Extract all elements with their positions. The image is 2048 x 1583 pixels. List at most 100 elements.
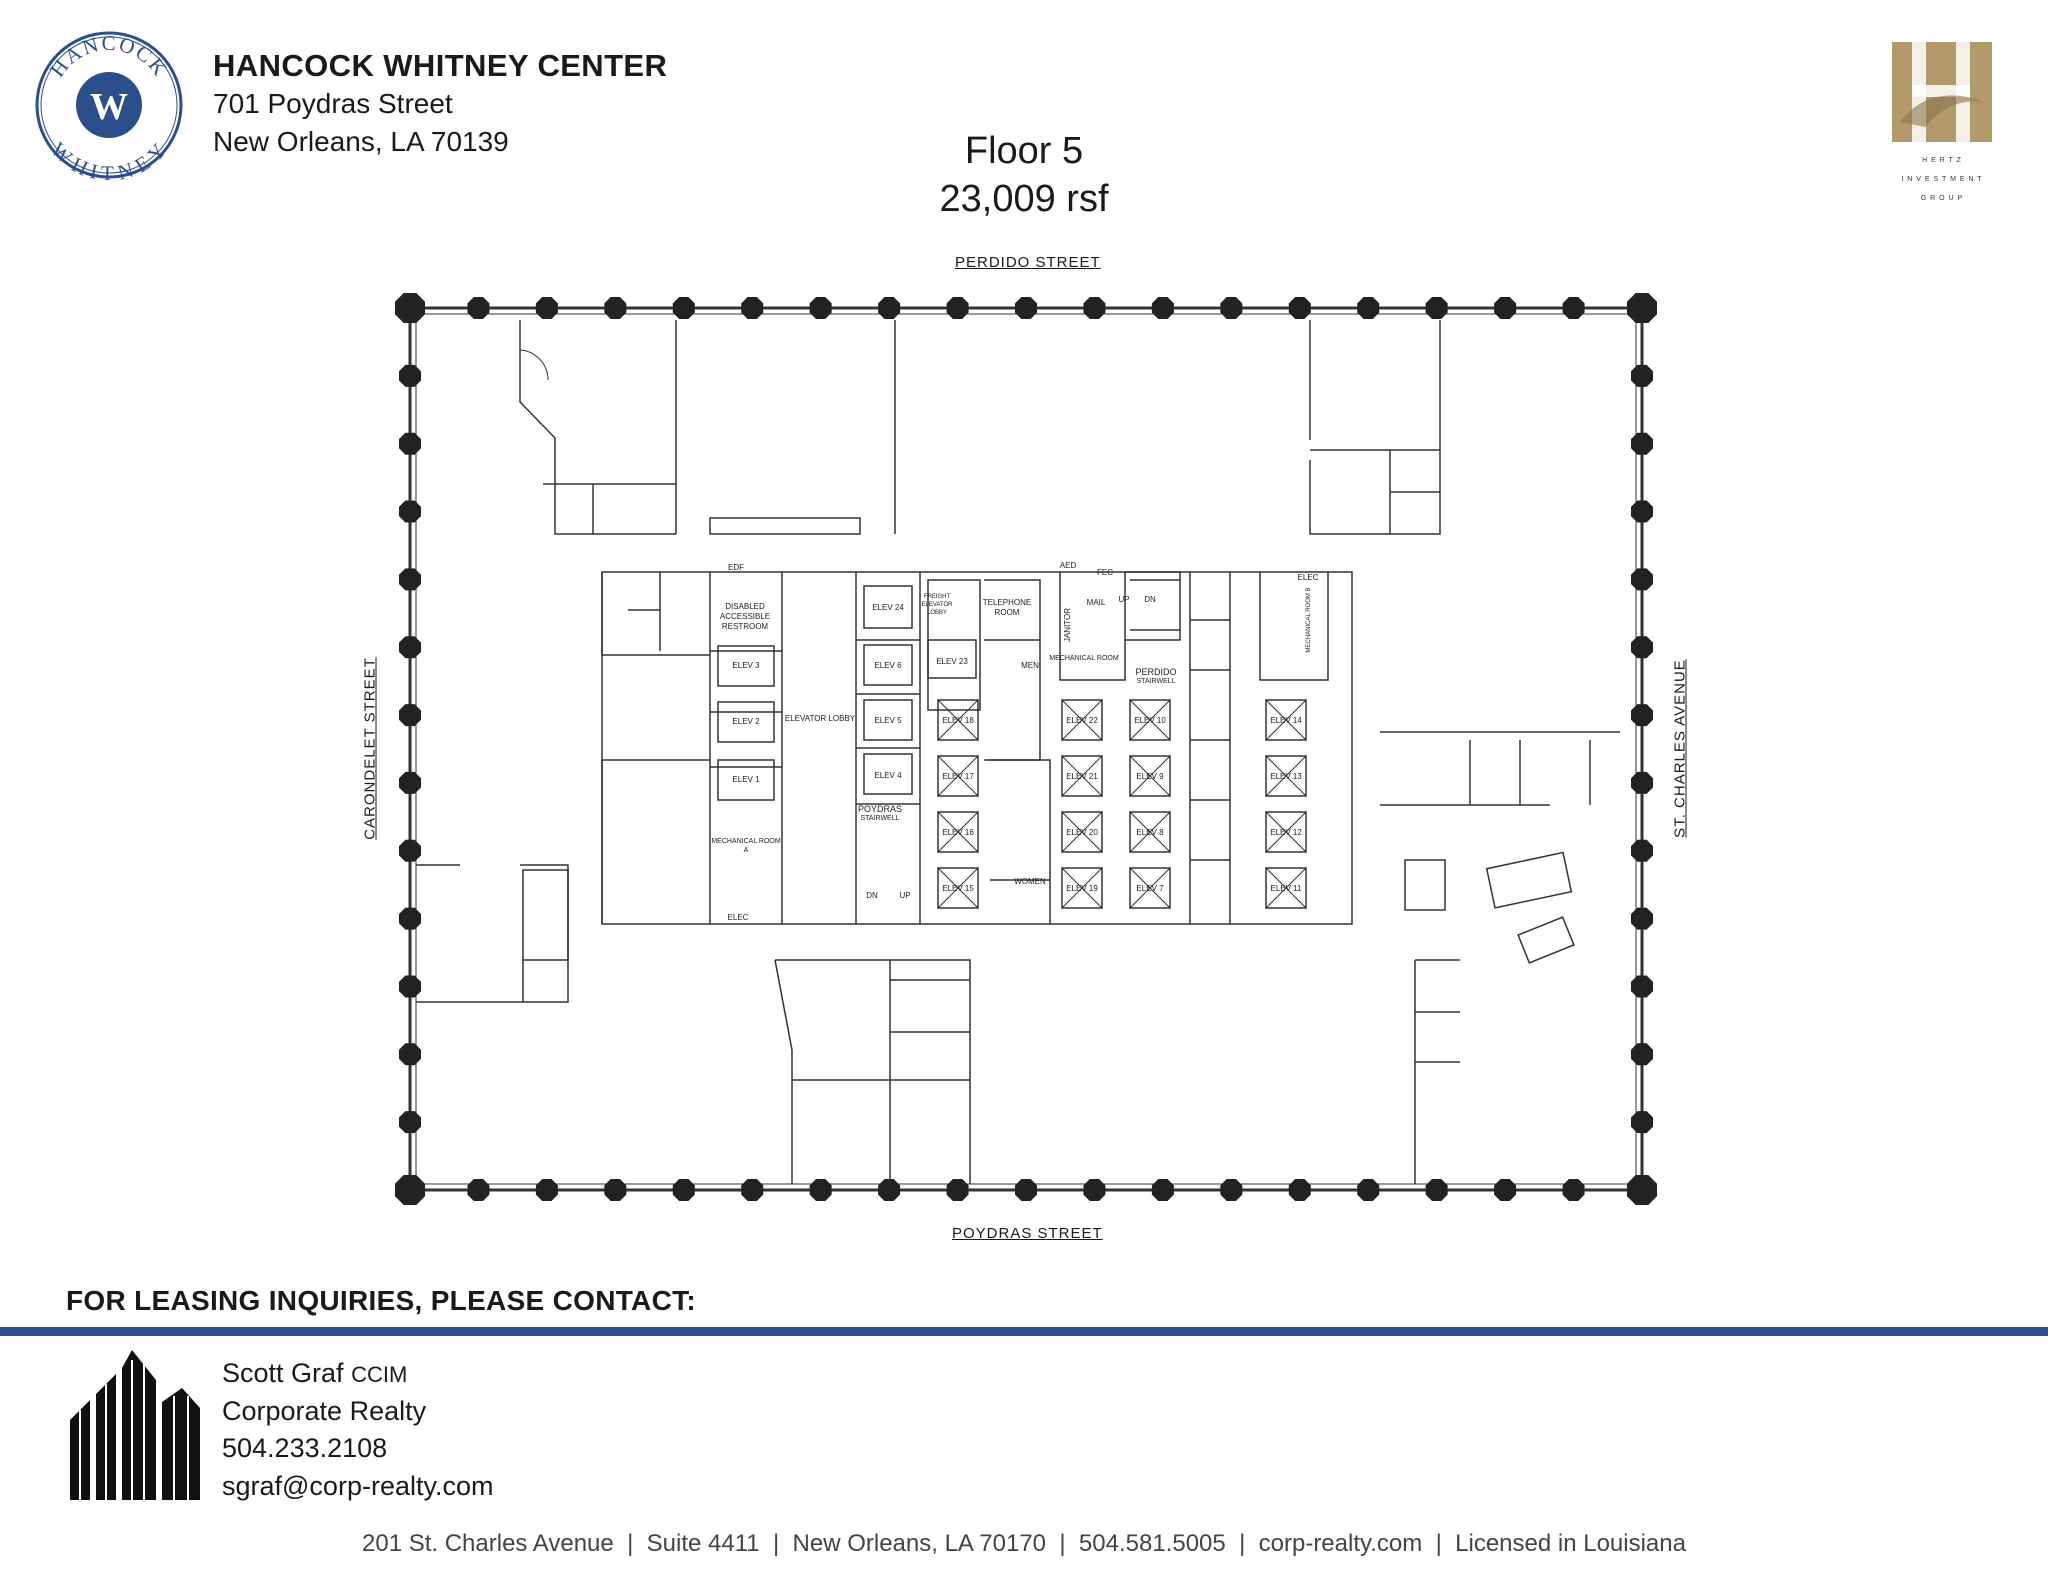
floor-plan: EDF DISABLED ACCESSIBLE RESTROOM ELEV 3 …: [395, 293, 1657, 1205]
column: [1631, 771, 1653, 794]
svg-text:MECHANICAL ROOM: MECHANICAL ROOM: [711, 838, 781, 845]
column: [1631, 1043, 1653, 1066]
svg-text:POYDRAS: POYDRAS: [858, 804, 902, 814]
svg-text:RESTROOM: RESTROOM: [722, 622, 769, 631]
column: [1631, 839, 1653, 862]
floor-area: 23,009 rsf: [939, 178, 1109, 220]
label-elevator-lobby: ELEVATOR LOBBY: [785, 714, 856, 723]
column: [809, 1179, 832, 1201]
elevator-label: ELEV 7: [1136, 884, 1164, 893]
column: [1083, 297, 1106, 319]
street-north: PERDIDO STREET: [955, 254, 1101, 271]
label-mech-room-b: MECHANICAL ROOM B: [1306, 587, 1312, 652]
office-east: [1380, 731, 1620, 1184]
column: [467, 297, 490, 319]
column: [467, 1179, 490, 1201]
column: [399, 907, 421, 930]
label-women: WOMEN: [1014, 877, 1046, 886]
column: [1151, 297, 1174, 319]
elevator-label: ELEV 20: [1066, 828, 1098, 837]
column: [1631, 907, 1653, 930]
column: [1631, 704, 1653, 727]
column: [399, 839, 421, 862]
elevator-label: ELEV 19: [1066, 884, 1098, 893]
column: [604, 1179, 627, 1201]
column: [1083, 1179, 1106, 1201]
column: [1015, 297, 1037, 319]
elevator-label: ELEV 8: [1136, 828, 1164, 837]
column: [1151, 1179, 1174, 1201]
label-janitor: JANITOR: [1063, 608, 1072, 642]
svg-text:UP: UP: [1118, 595, 1129, 604]
svg-text:LOBBY: LOBBY: [927, 610, 947, 616]
column: [1288, 297, 1311, 319]
divider-rule: [0, 1327, 2048, 1336]
column: [399, 1111, 421, 1134]
column: [878, 1179, 901, 1201]
elevator-label: ELEV 11: [1271, 884, 1303, 893]
column: [1627, 1175, 1657, 1205]
contact-name: Scott Graf: [222, 1358, 344, 1388]
contact-email[interactable]: sgraf@corp-realty.com: [222, 1471, 494, 1501]
column: [535, 1179, 558, 1201]
column: [399, 568, 421, 591]
label-elev24: ELEV 24: [872, 603, 904, 612]
elevator-shaft: [1129, 811, 1171, 853]
office-ne: [1309, 320, 1441, 535]
elevator-label: ELEV 14: [1270, 716, 1302, 725]
column: [399, 364, 421, 387]
elevator-label: ELEV 12: [1270, 828, 1302, 837]
column: [1631, 364, 1653, 387]
column: [399, 771, 421, 794]
svg-text:DN: DN: [1144, 595, 1156, 604]
street-east: ST. CHARLES AVENUE: [1671, 659, 1689, 838]
column: [1562, 297, 1585, 319]
column: [741, 297, 764, 319]
elevator-label: ELEV 10: [1134, 716, 1166, 725]
svg-text:ELEVATOR: ELEVATOR: [921, 602, 953, 608]
svg-text:FREIGHT: FREIGHT: [924, 594, 951, 600]
column: [399, 975, 421, 998]
column: [1220, 1179, 1243, 1201]
svg-text:TELEPHONE: TELEPHONE: [983, 598, 1031, 607]
elevator-shaft: [937, 867, 979, 909]
elevator-shaft: [937, 811, 979, 853]
elevator-label: ELEV 18: [942, 716, 974, 725]
label-mail: MAIL: [1087, 598, 1106, 607]
elevator-label: ELEV 13: [1270, 772, 1302, 781]
label-elev4: ELEV 4: [874, 771, 902, 780]
svg-text:H E R T Z: H E R T Z: [1922, 157, 1962, 164]
label-elev23: ELEV 23: [936, 657, 968, 666]
elevator-shaft: [1129, 699, 1171, 741]
label-elev1: ELEV 1: [732, 775, 760, 784]
elevator-label: ELEV 22: [1066, 716, 1098, 725]
elevator-label: ELEV 9: [1136, 772, 1164, 781]
svg-text:A: A: [744, 847, 749, 854]
column: [395, 293, 425, 323]
label-mech-room: MECHANICAL ROOM: [1049, 655, 1119, 662]
elevator-shaft: [1265, 867, 1307, 909]
elevator-shaft: [1129, 755, 1171, 797]
column: [1562, 1179, 1585, 1201]
column: [1631, 432, 1653, 455]
svg-text:I N V E S T M E N T: I N V E S T M E N T: [1901, 176, 1982, 183]
elevator-shaft: [1061, 867, 1103, 909]
contact-phone[interactable]: 504.233.2108: [222, 1433, 388, 1463]
column: [535, 297, 558, 319]
building-name: HANCOCK WHITNEY CENTER: [213, 48, 668, 83]
office-south: [774, 959, 971, 1184]
elevator-shaft: [1265, 811, 1307, 853]
column: [399, 1043, 421, 1066]
column: [672, 1179, 695, 1201]
label-elev5: ELEV 5: [874, 716, 902, 725]
column: [399, 704, 421, 727]
svg-text:STAIRWELL: STAIRWELL: [1136, 678, 1175, 685]
contact-company: Corporate Realty: [222, 1396, 427, 1426]
perimeter-columns: [395, 293, 1657, 1205]
column: [878, 297, 901, 319]
column: [1288, 1179, 1311, 1201]
column: [1425, 297, 1448, 319]
column: [946, 297, 969, 319]
elevator-label: ELEV 17: [942, 772, 974, 781]
building-core: [601, 571, 1353, 925]
